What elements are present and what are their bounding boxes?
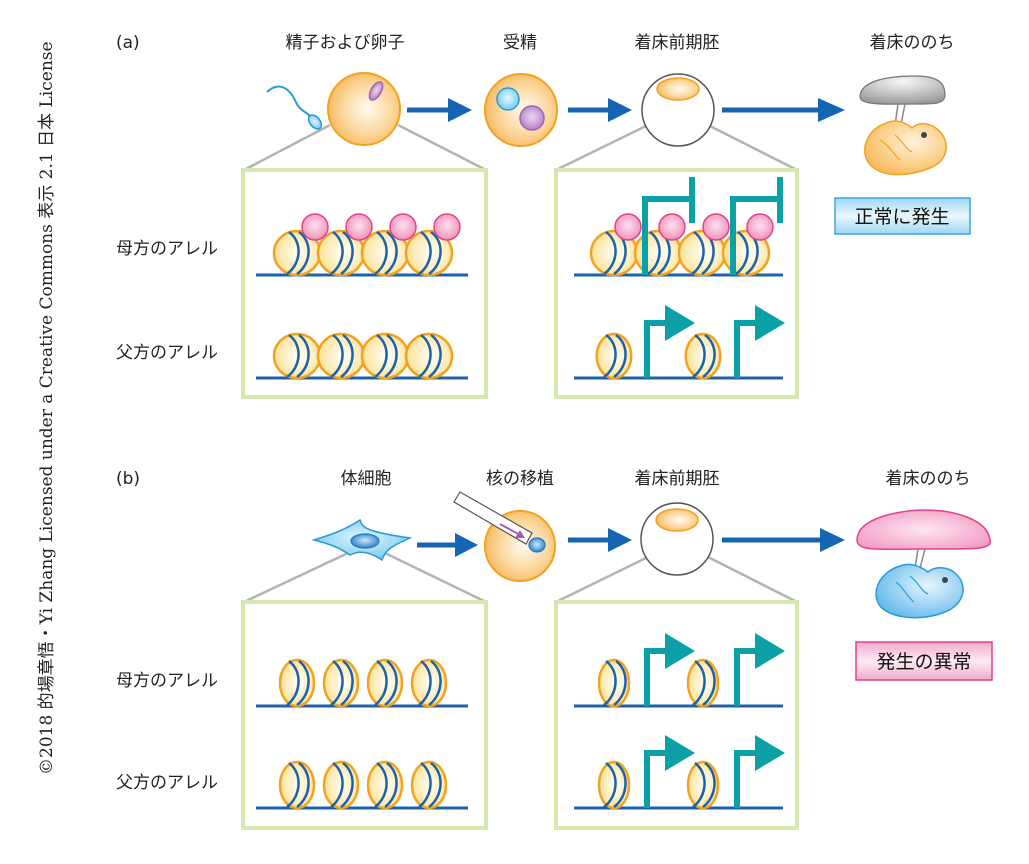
nucleosome — [278, 658, 316, 708]
nucleosome — [684, 332, 722, 380]
methyl-group — [345, 213, 373, 241]
copyright-credit: ©2018 的場章悟・Yi Zhang Licensed under a Cre… — [37, 41, 57, 775]
active-promoter-arrow — [734, 305, 785, 378]
panel-a-label: (a) — [116, 33, 140, 53]
outcome-normal-label: 正常に発生 — [854, 206, 949, 228]
nucleosome — [597, 760, 631, 810]
active-promoter-arrow — [644, 305, 695, 378]
arrow-icon — [568, 528, 632, 552]
panel-b: (b) 体細胞 核の移植 着床前期胚 着床ののち — [116, 469, 993, 830]
repressed-promoter-bar — [642, 177, 695, 275]
nucleosome — [404, 332, 454, 380]
nucleosome — [272, 332, 322, 380]
arrow-icon — [722, 98, 845, 122]
chromatin-box-embryo — [554, 600, 799, 830]
nucleosome — [597, 658, 631, 708]
methyl-group — [301, 213, 329, 241]
arrow-icon — [568, 98, 632, 122]
stage-label-nuclear-transfer: 核の移植 — [486, 469, 554, 489]
stage-label-preimplantation: 着床前期胚 — [635, 469, 720, 489]
row-label-paternal: 父方のアレル — [116, 773, 218, 793]
panel-a: (a) 精子および卵子 受精 着床前期胚 着床ののち — [116, 33, 971, 399]
nucleosome — [686, 760, 720, 810]
nucleosome — [410, 760, 448, 810]
row-label-maternal: 母方のアレル — [116, 671, 218, 691]
zoom-connector — [707, 555, 798, 604]
chromatin-box-somatic — [241, 600, 488, 830]
normal-embryo-icon — [859, 75, 947, 176]
arrow-icon — [407, 98, 472, 122]
outcome-badge-abnormal: 発生の異常 — [855, 641, 993, 681]
active-promoter-arrow — [644, 633, 695, 706]
nucleosome — [322, 760, 360, 810]
row-label-paternal: 父方のアレル — [116, 343, 218, 363]
outcome-badge-normal: 正常に発生 — [834, 197, 971, 235]
nucleosome — [360, 332, 410, 380]
methyl-group — [614, 213, 642, 241]
nucleosome — [322, 658, 360, 708]
active-promoter-arrow — [644, 735, 695, 808]
arrow-icon — [417, 533, 478, 557]
active-promoter-arrow — [734, 633, 785, 706]
blastocyst-icon — [640, 502, 714, 576]
chromatin-left-b — [256, 658, 468, 810]
chromatin-box-embryo — [554, 168, 799, 399]
zoom-connector — [243, 551, 349, 604]
chromatin-right-a — [574, 177, 785, 380]
nucleosome — [410, 658, 448, 708]
somatic-cell-icon — [311, 518, 413, 562]
nucleosome — [278, 760, 316, 810]
stage-label-fertilization: 受精 — [503, 33, 537, 53]
nuclear-transfer-icon — [453, 491, 556, 582]
nucleosome — [595, 332, 633, 380]
row-label-maternal: 母方のアレル — [116, 239, 218, 259]
chromatin-left-a — [256, 213, 468, 380]
methyl-group — [702, 213, 730, 241]
stage-label-postimplantation: 着床ののち — [886, 469, 971, 489]
methyl-group — [658, 213, 686, 241]
abnormal-embryo-icon — [856, 509, 991, 619]
nucleosome — [316, 332, 366, 380]
egg-icon — [327, 72, 401, 146]
nucleosome — [366, 658, 404, 708]
stage-label-postimplantation: 着床ののち — [870, 33, 955, 53]
zoom-connector — [555, 555, 649, 604]
stage-label-preimplantation: 着床前期胚 — [635, 33, 720, 53]
zygote-icon — [484, 73, 558, 147]
zoom-connector — [397, 123, 487, 172]
blastocyst-icon — [641, 73, 715, 147]
methyl-group — [746, 213, 774, 241]
outcome-abnormal-label: 発生の異常 — [876, 651, 971, 673]
stage-label-gametes: 精子および卵子 — [286, 33, 405, 53]
zoom-connector — [384, 551, 487, 604]
arrow-icon — [722, 528, 845, 552]
nucleosome — [366, 760, 404, 810]
nucleosome — [677, 229, 727, 277]
sperm-icon — [266, 85, 323, 130]
zoom-connector — [707, 123, 798, 172]
methyl-group — [389, 213, 417, 241]
nucleosome — [316, 229, 366, 277]
active-promoter-arrow — [734, 735, 785, 808]
nucleosome — [404, 229, 454, 277]
repressed-promoter-bar — [730, 177, 783, 275]
stage-label-somatic-cell: 体細胞 — [341, 469, 392, 489]
chromatin-right-b — [574, 633, 785, 810]
zoom-connector — [555, 123, 649, 172]
methyl-group — [433, 213, 461, 241]
panel-b-label: (b) — [116, 469, 140, 489]
nucleosome — [686, 658, 720, 708]
zoom-connector — [243, 123, 331, 172]
